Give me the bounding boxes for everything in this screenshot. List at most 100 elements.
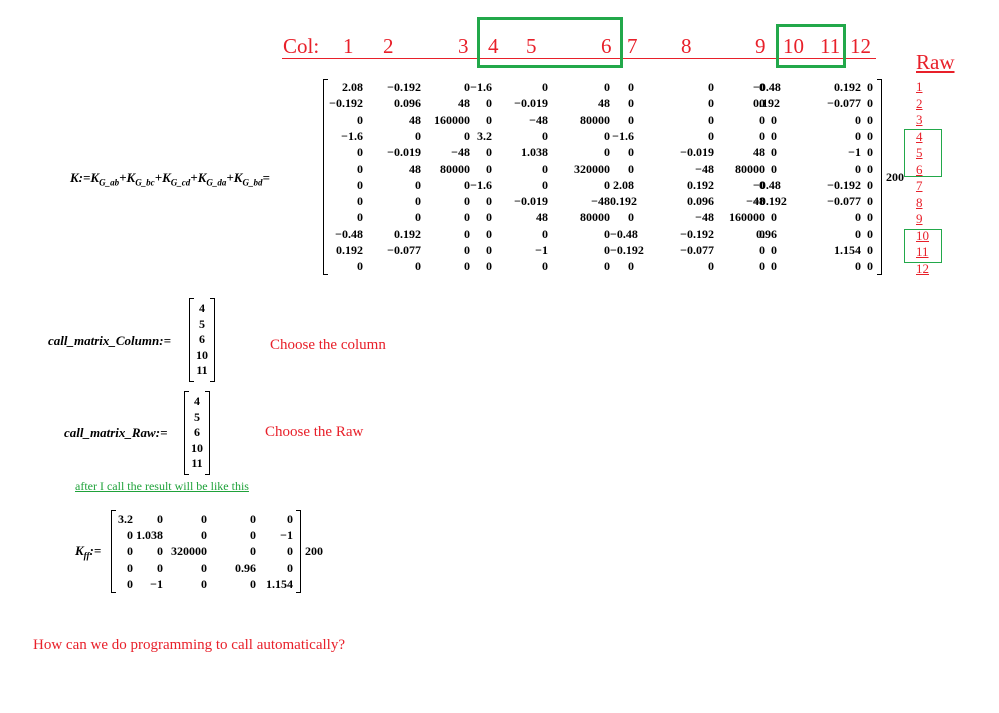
col-header-underline bbox=[282, 58, 876, 59]
k-matrix-cell: 0 bbox=[542, 128, 548, 143]
kff-cell: 3.2 bbox=[118, 512, 133, 526]
kff-cell: 320000 bbox=[171, 544, 207, 559]
col-number: 1 bbox=[343, 34, 354, 58]
kff-label: Kff:= bbox=[75, 543, 102, 561]
k-matrix-cell: 0 bbox=[486, 96, 492, 111]
k-matrix-cell: −48 bbox=[451, 145, 470, 160]
kff-cell: 0 bbox=[157, 544, 163, 559]
k-matrix-cell: 0 bbox=[415, 259, 421, 274]
k-matrix-cell: −0.192 bbox=[753, 194, 787, 209]
k-matrix-cell: 0 bbox=[628, 96, 634, 111]
k-matrix-cell: 0 bbox=[542, 161, 548, 176]
call-raw-value: 10 bbox=[191, 440, 203, 455]
k-matrix-cell: 0 bbox=[771, 145, 777, 160]
k-matrix-cell: 0 bbox=[486, 243, 492, 257]
k-matrix-cell: 0 bbox=[415, 128, 421, 143]
k-matrix-cell: 0 bbox=[357, 177, 363, 192]
k-matrix-cell: 80000 bbox=[580, 210, 610, 225]
k-matrix-cell: −0.48 bbox=[335, 226, 363, 241]
k-matrix-right-bracket bbox=[877, 79, 882, 275]
k-matrix-cell: −0.192 bbox=[387, 80, 421, 94]
k-matrix-cell: 0 bbox=[708, 112, 714, 127]
k-matrix-cell: 0 bbox=[415, 210, 421, 225]
k-matrix-cell: 0 bbox=[604, 128, 610, 143]
kff-cell: 0 bbox=[250, 528, 256, 543]
call-column-value: 6 bbox=[199, 332, 205, 347]
k-matrix-cell: 0 bbox=[604, 145, 610, 160]
k-matrix-cell: −0.077 bbox=[680, 243, 714, 257]
plus-sign: + bbox=[119, 170, 127, 185]
k-matrix-cell: 0.192 bbox=[610, 194, 637, 209]
k-matrix-cell: 0 bbox=[357, 161, 363, 176]
k-matrix-cell: 0.192 bbox=[753, 96, 780, 111]
k-matrix-cell: 0 bbox=[464, 226, 470, 241]
kff-left-bracket bbox=[111, 510, 116, 593]
call-column-value: 4 bbox=[199, 301, 205, 315]
k-matrix-cell: 0 bbox=[759, 243, 765, 257]
k-matrix-cell: 0 bbox=[628, 210, 634, 225]
column-highlight-4-6 bbox=[477, 17, 623, 68]
k-matrix-cell: 160000 bbox=[434, 112, 470, 127]
k-matrix-cell: 0 bbox=[771, 259, 777, 274]
k-term-base: K bbox=[126, 170, 136, 185]
kff-cell: 0 bbox=[127, 528, 133, 543]
call-raw-left-bracket bbox=[184, 391, 189, 475]
k-matrix-cell: 0.192 bbox=[336, 243, 363, 257]
kff-cell: 0 bbox=[201, 576, 207, 591]
raw-row-number: 6 bbox=[916, 161, 923, 177]
k-matrix-cell: 0 bbox=[867, 226, 873, 241]
k-matrix-cell: 0 bbox=[542, 80, 548, 94]
k-matrix-cell: 0 bbox=[464, 128, 470, 143]
k-matrix-cell: −0.019 bbox=[680, 145, 714, 160]
k-matrix-cell: 0 bbox=[708, 259, 714, 274]
kff-cell: 0 bbox=[127, 576, 133, 591]
k-matrix-cell: 80000 bbox=[440, 161, 470, 176]
k-matrix-cell: −0.48 bbox=[753, 177, 781, 192]
k-matrix-cell: 0.096 bbox=[687, 194, 714, 209]
k-term-sub: G_cd bbox=[170, 177, 191, 188]
k-matrix-cell: −0.019 bbox=[387, 145, 421, 160]
k-term-base: K bbox=[162, 170, 171, 185]
k-matrix-cell: −1.6 bbox=[341, 128, 363, 143]
k-matrix-multiplier: 200 bbox=[886, 170, 904, 184]
kff-cell: 0 bbox=[287, 544, 293, 559]
call-column-value: 5 bbox=[199, 316, 205, 331]
raw-row-number: 10 bbox=[916, 227, 929, 243]
k-matrix-cell: 0 bbox=[771, 243, 777, 257]
k-matrix-cell: −1 bbox=[848, 145, 861, 160]
kff-cell: 0 bbox=[127, 544, 133, 559]
k-matrix-cell: 1.038 bbox=[521, 145, 548, 160]
kff-cell: 0 bbox=[201, 528, 207, 543]
col-number: 4 bbox=[488, 34, 499, 58]
k-matrix-cell: 0 bbox=[486, 161, 492, 176]
plus-sign: + bbox=[154, 170, 163, 185]
kff-cell: 0 bbox=[157, 560, 163, 575]
k-matrix-cell: 0 bbox=[855, 161, 861, 176]
k-matrix-cell: 0 bbox=[759, 128, 765, 143]
k-matrix-cell: 0 bbox=[542, 177, 548, 192]
raw-row-number: 9 bbox=[916, 211, 923, 226]
k-matrix-cell: 0 bbox=[771, 161, 777, 176]
k-matrix-cell: 0 bbox=[759, 177, 765, 192]
result-note: after I call the result will be like thi… bbox=[75, 479, 249, 493]
k-matrix-cell: 0 bbox=[604, 177, 610, 192]
kff-cell: −1 bbox=[150, 576, 163, 591]
k-matrix-cell: 80000 bbox=[580, 112, 610, 127]
k-matrix-cell: 0 bbox=[604, 243, 610, 257]
k-matrix-cell: 0 bbox=[759, 226, 765, 241]
raw-row-number: 2 bbox=[916, 95, 923, 111]
kff-cell: 0 bbox=[287, 512, 293, 526]
k-matrix-cell: 0 bbox=[486, 112, 492, 127]
kff-cell: 0 bbox=[287, 560, 293, 575]
k-matrix-cell: 2.08 bbox=[613, 177, 634, 192]
question-text: How can we do programming to call automa… bbox=[33, 637, 345, 653]
k-matrix-cell: 48 bbox=[409, 161, 421, 176]
k-matrix-cell: 0 bbox=[486, 210, 492, 225]
k-matrix-cell: 48 bbox=[598, 96, 610, 111]
k-matrix-cell: −48 bbox=[529, 112, 548, 127]
k-matrix-left-bracket bbox=[323, 79, 328, 275]
k-matrix-cell: −0.192 bbox=[827, 177, 861, 192]
col-number: 7 bbox=[627, 34, 638, 58]
col-number: 3 bbox=[458, 34, 469, 58]
col-number: 10 bbox=[783, 34, 804, 58]
